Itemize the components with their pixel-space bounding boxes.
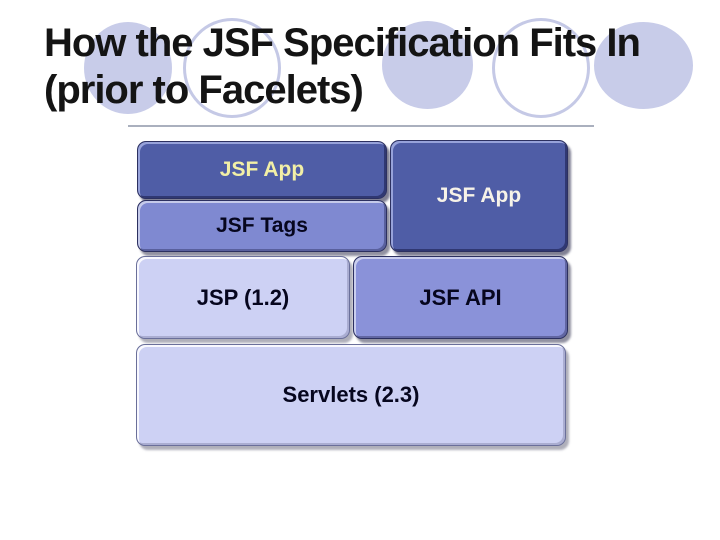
diagram-box-jsp: JSP (1.2)	[136, 256, 350, 339]
diagram-box-jsf-app-right: JSF App	[390, 140, 568, 252]
diagram-box-label: Servlets (2.3)	[282, 382, 420, 407]
diagram-box-jsf-tags: JSF Tags	[137, 200, 387, 252]
diagram-box-jsf-app-left: JSF App	[137, 141, 387, 199]
diagram-box-jsf-api: JSF API	[353, 256, 568, 339]
diagram-box-label: JSP (1.2)	[196, 284, 290, 310]
diagram-box-label: JSF API	[419, 284, 502, 310]
decorative-ring-icon	[492, 18, 590, 118]
slide-title-line-2: (prior to Facelets)	[44, 68, 364, 112]
diagram-box-label: JSF Tags	[216, 214, 308, 237]
decorative-ring-icon	[183, 18, 281, 118]
decorative-circle-icon	[382, 21, 473, 109]
decorative-circle-icon	[594, 22, 693, 109]
diagram-box-servlets: Servlets (2.3)	[136, 344, 566, 446]
slide-title: How the JSF Specification Fits In (prior…	[44, 20, 641, 114]
diagram-top-border	[128, 125, 594, 127]
slide-title-line-1: How the JSF Specification Fits In	[44, 21, 641, 65]
diagram-box-label: JSF App	[219, 158, 305, 181]
decorative-circle-icon	[84, 22, 172, 114]
diagram-box-label: JSF App	[436, 184, 522, 207]
